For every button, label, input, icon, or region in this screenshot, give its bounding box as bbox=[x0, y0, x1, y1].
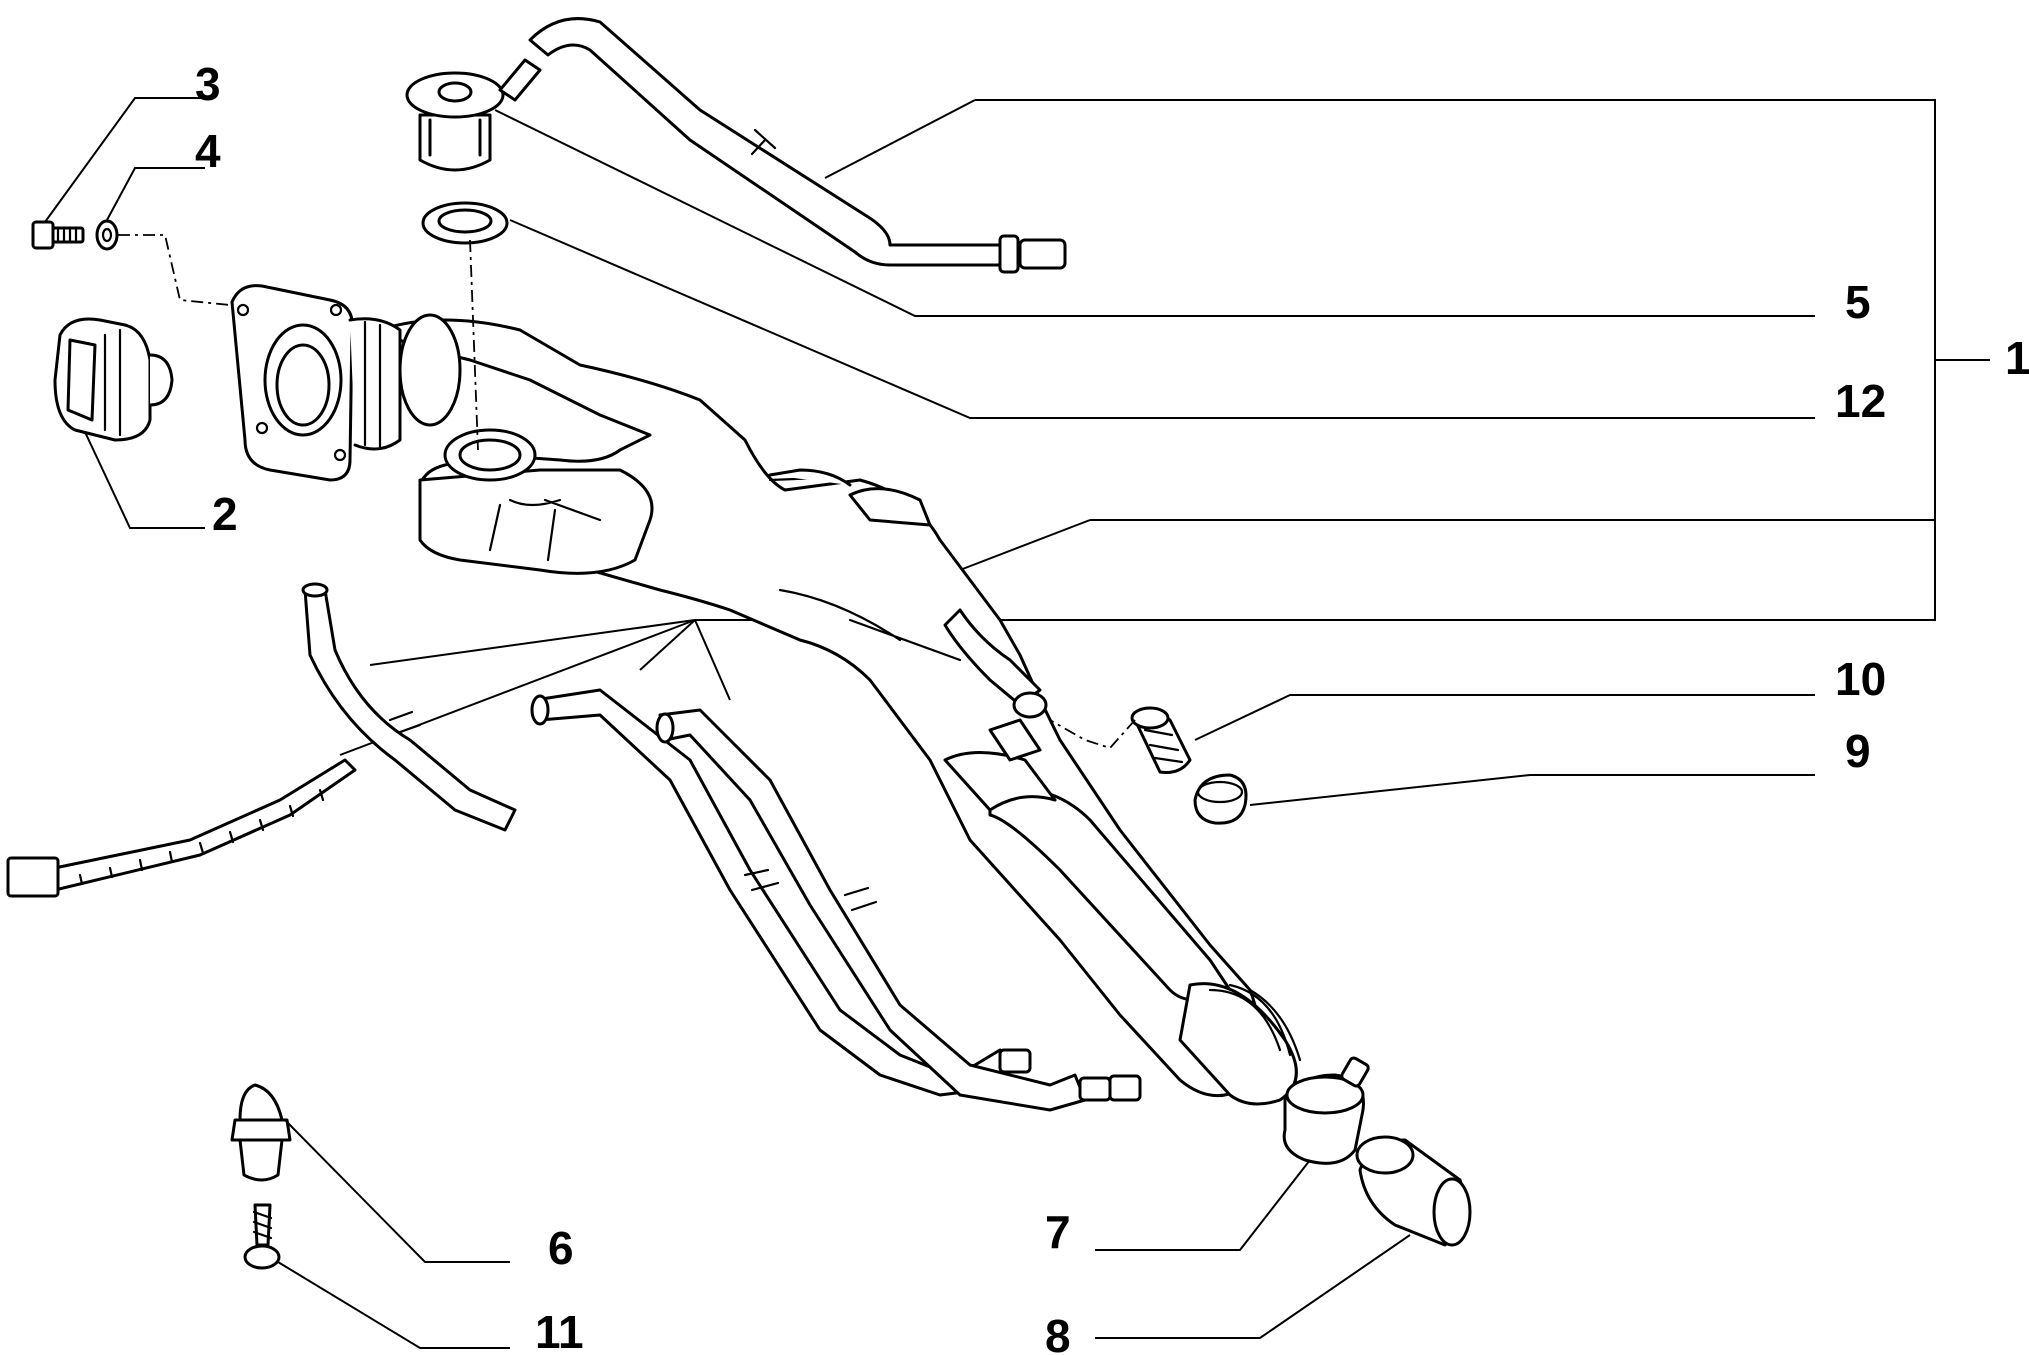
callout-3: 3 bbox=[195, 58, 221, 110]
assembly-bracket-1 bbox=[339, 99, 1990, 756]
callout-12: 12 bbox=[1835, 375, 1886, 427]
callout-1: 1 bbox=[2005, 332, 2029, 384]
callout-4: 4 bbox=[195, 125, 221, 177]
leader-lines bbox=[44, 97, 1815, 1349]
part-11-screw bbox=[243, 1203, 281, 1270]
part-9-clamp bbox=[1193, 773, 1248, 825]
lower-hose bbox=[943, 718, 1302, 1106]
part-8-sleeve bbox=[1355, 1135, 1472, 1247]
callout-11: 11 bbox=[535, 1306, 584, 1355]
filler-flange bbox=[230, 284, 462, 482]
part-5-valve bbox=[405, 58, 542, 172]
part-4-washer bbox=[95, 219, 119, 251]
callout-2: 2 bbox=[212, 488, 238, 540]
callout-5: 5 bbox=[1845, 276, 1871, 328]
callout-6: 6 bbox=[548, 1222, 574, 1274]
cable-tie bbox=[6, 758, 357, 898]
fuel-line-right bbox=[655, 708, 1142, 1112]
callout-9: 9 bbox=[1845, 725, 1871, 777]
vent-hose-top bbox=[528, 17, 1067, 274]
part-12-seal bbox=[421, 201, 509, 245]
callout-7: 7 bbox=[1045, 1206, 1071, 1258]
part-10-filter bbox=[1130, 706, 1192, 774]
part-6-clip bbox=[230, 1083, 292, 1182]
part-3-bolt bbox=[31, 220, 85, 250]
part-7-clamp bbox=[1282, 1056, 1370, 1165]
callout-10: 10 bbox=[1835, 653, 1886, 705]
breather-hose bbox=[301, 582, 517, 832]
assembly-axis-filter bbox=[1049, 719, 1136, 750]
assembly-axis-bolt bbox=[118, 234, 231, 306]
callout-8: 8 bbox=[1045, 1310, 1071, 1355]
part-2-filler-cap bbox=[53, 317, 174, 442]
assembly-axis-seal bbox=[469, 239, 479, 451]
neck-cup bbox=[418, 428, 654, 575]
